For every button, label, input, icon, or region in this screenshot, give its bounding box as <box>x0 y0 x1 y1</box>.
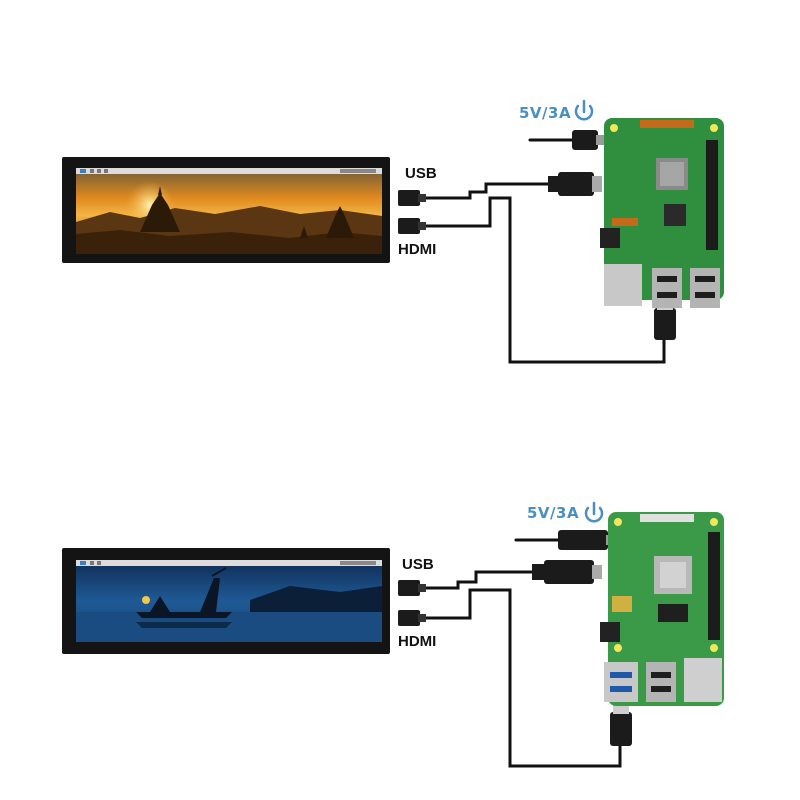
wiring-diagram-pi3 <box>62 99 724 364</box>
power-rating-label: 5V/3A <box>527 504 580 522</box>
power-plug <box>558 530 616 550</box>
setup-pi3: USB HDMI 5V/3A <box>62 99 724 364</box>
hdmi-cable <box>418 182 554 200</box>
power-icon <box>584 501 604 523</box>
hdmi-plug <box>532 560 602 584</box>
raspberry-pi-3-board <box>600 118 724 308</box>
display-usb-connector <box>398 580 426 596</box>
desktop-taskbar <box>76 168 382 174</box>
desktop-taskbar <box>76 560 382 566</box>
raspberry-pi-4-board <box>600 512 724 706</box>
usb-label: USB <box>405 165 437 182</box>
setup-pi4: USB HDMI 5V/3A <box>0 400 800 800</box>
usb-plug <box>610 702 632 746</box>
hdmi-plug <box>548 172 602 196</box>
hdmi-cable <box>418 570 538 590</box>
cables <box>418 538 622 768</box>
wiring-diagram-pi4 <box>62 501 724 768</box>
lcd-display <box>62 548 390 654</box>
power-rating-label: 5V/3A <box>519 104 572 122</box>
usb-label: USB <box>402 556 434 573</box>
usb-cable <box>418 588 622 768</box>
hdmi-label: HDMI <box>398 241 437 258</box>
cables <box>418 138 666 364</box>
lcd-display <box>62 157 390 263</box>
usb-cable <box>418 196 666 364</box>
hdmi-label: HDMI <box>398 633 437 650</box>
power-icon <box>574 99 594 121</box>
display-hdmi-connector <box>398 610 426 626</box>
display-usb-connector <box>398 190 426 206</box>
power-plug <box>572 130 606 150</box>
display-hdmi-connector <box>398 218 426 234</box>
